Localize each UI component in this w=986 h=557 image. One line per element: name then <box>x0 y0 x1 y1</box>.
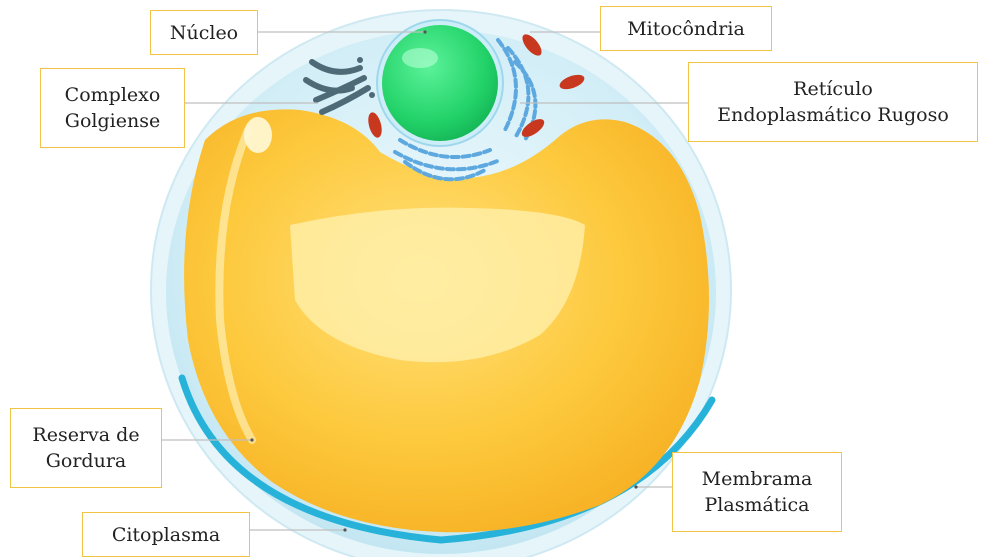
label-complexo-golgiense-text: Complexo Golgiense <box>65 82 161 134</box>
leader-dot <box>423 30 426 33</box>
label-citoplasma: Citoplasma <box>82 512 250 557</box>
leader-dot <box>634 485 637 488</box>
nucleus <box>377 20 503 146</box>
label-mitocondria: Mitocôndria <box>600 6 772 51</box>
fat-spot-shine <box>244 117 272 153</box>
label-reserva-gordura-text: Reserva de Gordura <box>32 422 139 474</box>
label-membrana-text: Membrama Plasmática <box>702 466 813 518</box>
label-reticulo: Retículo Endoplasmático Rugoso <box>688 62 978 142</box>
label-mitocondria-text: Mitocôndria <box>627 16 745 42</box>
label-nucleo: Núcleo <box>150 10 258 55</box>
label-reticulo-text: Retículo Endoplasmático Rugoso <box>717 76 949 128</box>
nucleus-shine <box>402 48 438 68</box>
nucleus-body <box>382 25 498 141</box>
label-reserva-gordura: Reserva de Gordura <box>10 408 162 488</box>
label-complexo-golgiense: Complexo Golgiense <box>40 68 185 148</box>
label-membrana: Membrama Plasmática <box>672 452 842 532</box>
label-citoplasma-text: Citoplasma <box>112 522 220 548</box>
leader-dot <box>343 528 346 531</box>
label-nucleo-text: Núcleo <box>170 20 238 46</box>
leader-dot <box>250 438 253 441</box>
